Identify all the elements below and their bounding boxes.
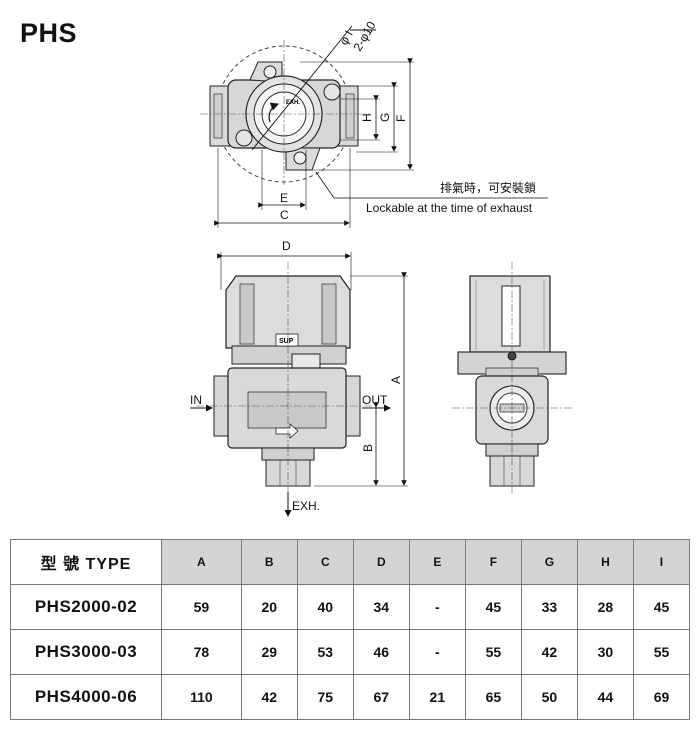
table-cell: 40 xyxy=(296,584,354,630)
port-out-label: OUT xyxy=(362,393,388,407)
table-cell: - xyxy=(408,584,466,630)
table-cell: 45 xyxy=(632,584,691,630)
col-header-e: E xyxy=(408,539,466,585)
lock-note-en: Lockable at the time of exhaust xyxy=(366,201,533,215)
col-header-d: D xyxy=(352,539,410,585)
table-cell: 69 xyxy=(632,674,691,720)
col-header-b: B xyxy=(240,539,298,585)
port-exh-label: EXH. xyxy=(292,499,320,513)
port-in-label: IN xyxy=(190,393,202,407)
col-header-g: G xyxy=(520,539,578,585)
table-cell: 44 xyxy=(576,674,634,720)
dim-b: B xyxy=(361,444,375,452)
dim-c: C xyxy=(280,208,289,222)
dim-h: H xyxy=(360,113,374,122)
dim-phi-i: φ I xyxy=(336,28,355,48)
table-cell: 55 xyxy=(464,629,522,675)
sup-label: SUP xyxy=(279,338,294,345)
table-cell: 110 xyxy=(161,674,242,720)
table-cell: 34 xyxy=(352,584,410,630)
dim-f: F xyxy=(394,115,408,122)
table-cell: 55 xyxy=(632,629,691,675)
spec-header-row: 型 號 TYPE A B C D E F G H I xyxy=(10,539,691,585)
model-cell: PHS4000-06 xyxy=(10,674,162,720)
spec-table: 型 號 TYPE A B C D E F G H I PHS2000-02 59… xyxy=(10,539,691,720)
technical-drawing: EXH. φ I 2-φ10 H G F E C 排氣 xyxy=(190,19,572,517)
table-row: PHS4000-06 110 42 75 67 21 65 50 44 69 xyxy=(10,674,691,720)
table-cell: 20 xyxy=(240,584,298,630)
dim-g: G xyxy=(378,113,392,122)
table-cell: 30 xyxy=(576,629,634,675)
front-view: D SUP IN OUT EXH. A xyxy=(190,239,408,517)
side-view xyxy=(452,262,572,494)
col-header-c: C xyxy=(296,539,354,585)
table-cell: - xyxy=(408,629,466,675)
top-view: EXH. φ I 2-φ10 H G F E C 排氣 xyxy=(200,19,548,228)
table-cell: 59 xyxy=(161,584,242,630)
svg-text:EXH.: EXH. xyxy=(286,100,300,106)
model-cell: PHS2000-02 xyxy=(10,584,162,630)
model-cell: PHS3000-03 xyxy=(10,629,162,675)
table-cell: 75 xyxy=(296,674,354,720)
dim-d: D xyxy=(282,239,291,253)
table-cell: 78 xyxy=(161,629,242,675)
table-cell: 28 xyxy=(576,584,634,630)
col-header-f: F xyxy=(464,539,522,585)
table-cell: 46 xyxy=(352,629,410,675)
table-cell: 42 xyxy=(520,629,578,675)
table-cell: 50 xyxy=(520,674,578,720)
table-cell: 21 xyxy=(408,674,466,720)
col-header-a: A xyxy=(161,539,242,585)
table-row: PHS3000-03 78 29 53 46 - 55 42 30 55 xyxy=(10,629,691,675)
table-row: PHS2000-02 59 20 40 34 - 45 33 28 45 xyxy=(10,584,691,630)
dim-a: A xyxy=(389,376,403,384)
table-cell: 42 xyxy=(240,674,298,720)
dim-e: E xyxy=(280,191,288,205)
table-cell: 53 xyxy=(296,629,354,675)
table-cell: 65 xyxy=(464,674,522,720)
table-cell: 45 xyxy=(464,584,522,630)
table-cell: 33 xyxy=(520,584,578,630)
page-title: PHS xyxy=(20,18,78,48)
table-cell: 29 xyxy=(240,629,298,675)
col-header-h: H xyxy=(576,539,634,585)
col-header-i: I xyxy=(632,539,691,585)
lock-note-zh: 排氣時，可安裝鎖 xyxy=(440,180,536,195)
type-header: 型 號 TYPE xyxy=(10,539,162,585)
table-cell: 67 xyxy=(352,674,410,720)
